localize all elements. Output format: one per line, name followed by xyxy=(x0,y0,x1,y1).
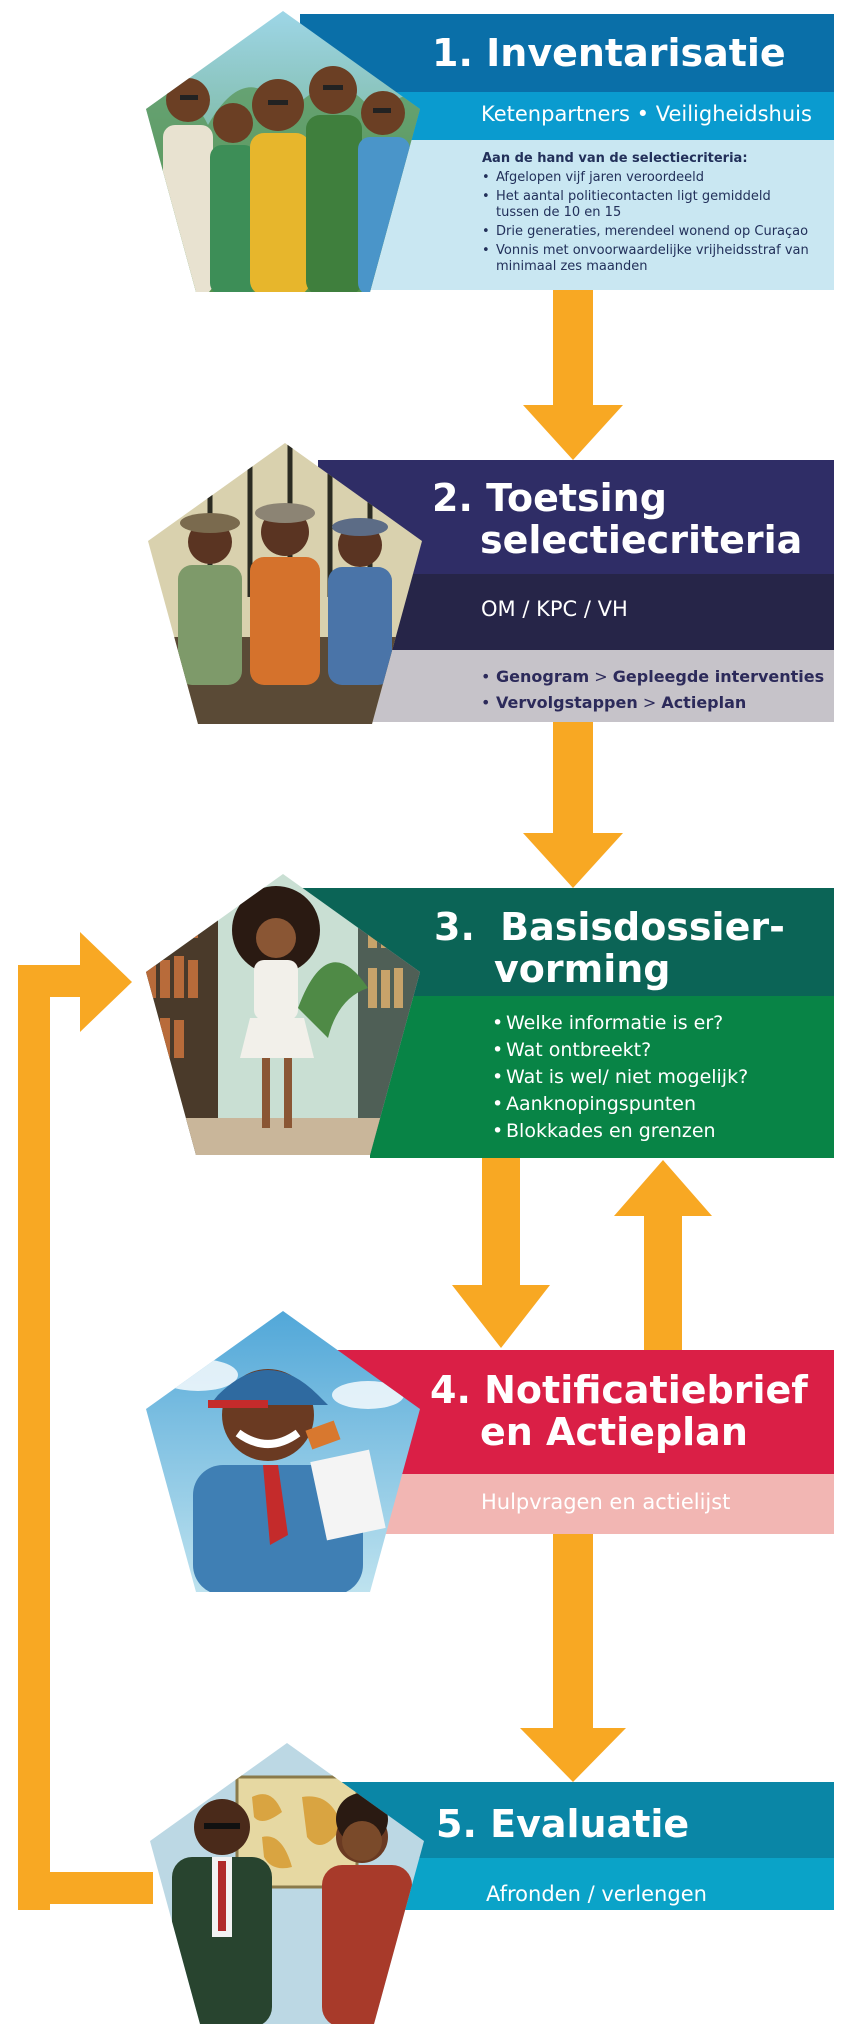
three-seated-men-illustration xyxy=(148,443,422,724)
step3-title-line2: vorming xyxy=(494,947,671,991)
step3-questions-list: Welke informatie is er? Wat ontbreekt? W… xyxy=(492,1010,822,1145)
step2-title: 2. Toetsing selectiecriteria xyxy=(432,477,802,561)
step4-subtitle: Hulpvragen en actielijst xyxy=(481,1490,731,1514)
arrow-step1-to-step2 xyxy=(523,290,623,460)
step3-title-line1: Basisdossier- xyxy=(500,905,785,949)
step1-criteria-item: Vonnis met onvoorwaardelijke vrijheidsst… xyxy=(482,243,816,275)
step2-subtitle-band xyxy=(340,574,834,650)
step1-criteria-item: Het aantal politiecontacten ligt gemidde… xyxy=(482,189,796,221)
step2-title-line2: selectiecriteria xyxy=(480,518,803,562)
step2-item-to: Actieplan xyxy=(661,693,747,712)
step1-title: 1. Inventarisatie xyxy=(432,32,786,74)
step2-number: 2. xyxy=(432,476,473,520)
step1-criteria-item: Afgelopen vijf jaren veroordeeld xyxy=(482,170,822,186)
step2-item-from: Vervolgstappen xyxy=(496,693,638,712)
two-people-with-map-illustration xyxy=(150,1743,424,2024)
step2-item-from: Genogram xyxy=(496,667,590,686)
step3-question-item: Wat ontbreekt? xyxy=(492,1037,822,1064)
step5-number: 5. xyxy=(436,1802,477,1846)
step1-body-heading: Aan de hand van de selectiecriteria: xyxy=(482,151,748,166)
step3-question-item: Aanknopingspunten xyxy=(492,1091,822,1118)
postman-with-letter-illustration xyxy=(146,1311,420,1592)
step3-number: 3. xyxy=(434,905,475,949)
step2-item-separator: > xyxy=(637,693,662,712)
arrow-step4-to-step5 xyxy=(520,1534,626,1782)
arrow-step4-to-step3 xyxy=(614,1160,712,1350)
step5-title: 5. Evaluatie xyxy=(436,1803,689,1845)
arrow-step3-to-step4 xyxy=(452,1158,550,1348)
step2-next-step-item: Vervolgstappen > Actieplan xyxy=(481,690,826,716)
step2-subtitle: OM / KPC / VH xyxy=(481,597,628,621)
step2-item-separator: > xyxy=(589,667,613,686)
step1-title-line1: Inventarisatie xyxy=(486,31,786,75)
step3-question-item: Wat is wel/ niet mogelijk? xyxy=(492,1064,822,1091)
step2-title-line1: Toetsing xyxy=(486,476,667,520)
step5-title-line1: Evaluatie xyxy=(490,1802,690,1846)
step2-next-step-item: Genogram > Gepleegde interventies xyxy=(481,664,826,690)
arrow-step2-to-step3 xyxy=(523,722,623,888)
step3-title: 3. Basisdossier- vorming xyxy=(434,906,785,990)
step2-item-to: Gepleegde interventies xyxy=(612,667,825,686)
step4-subtitle-band xyxy=(360,1474,834,1534)
step5-subtitle: Afronden / verlengen xyxy=(486,1882,707,1906)
step1-criteria-item: Drie generaties, merendeel wonend op Cur… xyxy=(482,224,822,240)
step3-question-item: Welke informatie is er? xyxy=(492,1010,822,1037)
step1-title-band xyxy=(300,14,834,92)
group-of-men-illustration xyxy=(146,11,420,292)
step1-subtitle: Ketenpartners • Veiligheidshuis xyxy=(481,102,812,126)
arrow-loop-step5-to-step3 xyxy=(18,932,153,1910)
step3-question-item: Blokkades en grenzen xyxy=(492,1118,822,1145)
step4-title: 4. Notificatiebrief en Actieplan xyxy=(430,1369,808,1453)
step4-number: 4. xyxy=(430,1368,471,1412)
flow-arrows xyxy=(18,290,712,1910)
woman-in-library-illustration xyxy=(146,874,420,1155)
step4-title-line1: Notificatiebrief xyxy=(484,1368,808,1412)
step1-number: 1. xyxy=(432,31,473,75)
step5-subtitle-band xyxy=(360,1858,834,1910)
step2-next-steps-list: Genogram > Gepleegde interventies Vervol… xyxy=(481,664,826,716)
step4-title-line2: en Actieplan xyxy=(480,1410,748,1454)
step1-criteria-list: Afgelopen vijf jaren veroordeeld Het aan… xyxy=(482,170,822,275)
